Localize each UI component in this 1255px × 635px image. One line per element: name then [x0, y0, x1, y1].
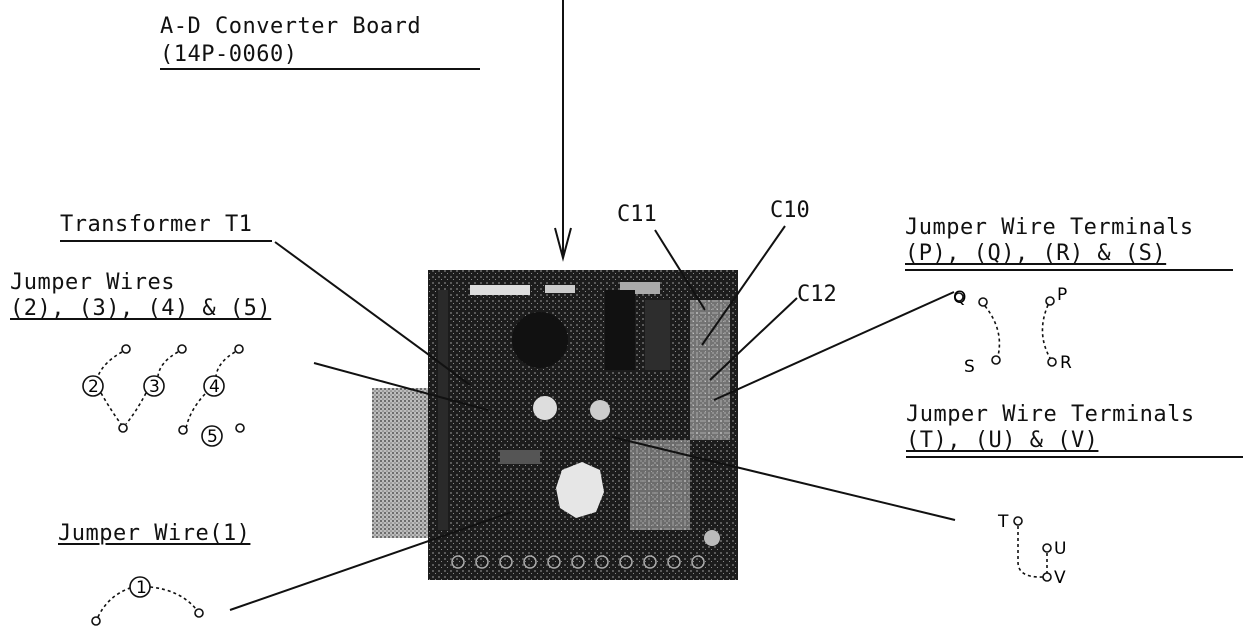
jumper-wires-sketch: [82, 344, 245, 447]
board-arrow: [554, 0, 572, 262]
jumper-wire-1-label: Jumper Wire(1): [58, 521, 251, 546]
terminal-r-mark: R: [1060, 353, 1072, 373]
jumper-wires-label-line2: (2), (3), (4) & (5): [10, 296, 272, 321]
terminals-tuv-label-line2: (T), (U) & (V): [906, 428, 1099, 453]
jw1-mark: 1: [136, 578, 147, 598]
leader-jumper-wires: [313, 362, 489, 411]
terminals-tuv-label-line1: Jumper Wire Terminals: [906, 402, 1195, 427]
jw2-mark: 2: [88, 377, 99, 397]
board-title-line1: A-D Converter Board: [160, 14, 422, 39]
capacitor-c12-label: C12: [797, 282, 837, 307]
leader-c12: [709, 297, 798, 381]
terminals-tuv-sketch: [1013, 516, 1052, 582]
terminals-pqrs-label: Jumper Wire Terminals (P), (Q), (R) & (S…: [905, 215, 1194, 267]
terminals-tuv-label: Jumper Wire Terminals (T), (U) & (V): [906, 402, 1195, 454]
jw5-mark: 5: [207, 427, 218, 447]
leader-c10: [701, 225, 786, 346]
jumper-wires-label-line1: Jumper Wires: [10, 270, 175, 295]
jumper-wires-label: Jumper Wires (2), (3), (4) & (5): [10, 270, 271, 322]
leader-tuv: [611, 436, 956, 521]
jw4-mark: 4: [209, 377, 220, 397]
terminals-pqrs-label-line2: (P), (Q), (R) & (S): [905, 241, 1167, 266]
terminals-pqrs-label-line1: Jumper Wire Terminals: [905, 215, 1194, 240]
jumper-wire-1-sketch: [91, 576, 204, 626]
terminal-p-mark: P: [1057, 285, 1067, 305]
capacitor-c11-label: C11: [617, 202, 657, 227]
terminal-t-mark: T: [997, 512, 1009, 532]
board-title-line2: (14P-0060): [160, 42, 298, 67]
capacitor-c10-label: C10: [770, 198, 810, 223]
leader-transformer: [274, 241, 471, 386]
leader-pqrs: [713, 291, 955, 401]
leader-jumper-wire-1: [229, 511, 513, 611]
transformer-label: Transformer T1: [60, 212, 253, 237]
jw3-mark: 3: [149, 377, 160, 397]
terminal-u-mark: U: [1054, 539, 1066, 559]
leader-c11: [654, 229, 706, 311]
terminal-q-mark: Q: [953, 288, 966, 308]
board-photo: [372, 270, 738, 580]
board-title: A-D Converter Board (14P-0060): [160, 14, 421, 68]
leader-lines: [229, 225, 956, 611]
terminal-s-mark: S: [964, 357, 975, 377]
terminals-pqrs-sketch: [954, 292, 1057, 367]
terminal-v-mark: V: [1054, 568, 1066, 588]
